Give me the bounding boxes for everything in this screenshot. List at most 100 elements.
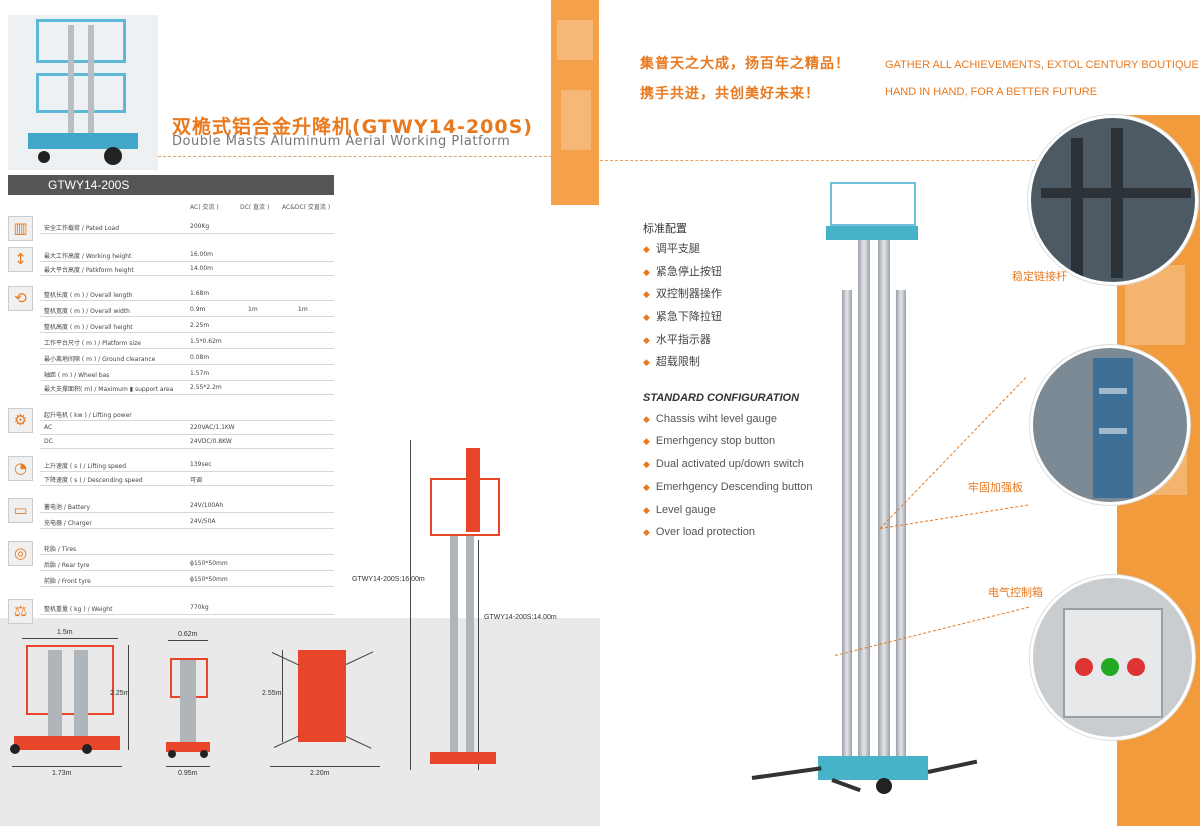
std-en-item: ◆Over load protection xyxy=(643,526,755,538)
slogan-cn-2: 携手共进，共创美好未来！ xyxy=(640,86,820,102)
dim-line xyxy=(12,766,122,767)
lift-platform-floor xyxy=(826,226,918,240)
spec-row: 起升电机 ( kw ) / Lifting power xyxy=(40,407,334,421)
col-ac: AC( 交流 ) xyxy=(190,204,219,211)
front-mast xyxy=(180,660,196,745)
slogan-en-2: HAND IN HAND, FOR A BETTER FUTURE xyxy=(885,86,1098,98)
thumb-wheel xyxy=(104,147,122,165)
lift-chassis xyxy=(818,756,928,780)
dim-line xyxy=(282,650,283,742)
speedometer-icon: ◔ xyxy=(8,456,33,481)
plan-bottom-dim: 2.20m xyxy=(310,770,330,777)
side-bottom-dim: 1.73m xyxy=(52,770,72,777)
front-base xyxy=(166,742,210,752)
divider-right xyxy=(600,160,1120,161)
thumb-base xyxy=(28,133,138,149)
lift-mast xyxy=(842,290,852,760)
dim-line xyxy=(270,766,380,767)
lift-outrigger xyxy=(751,766,822,780)
front-top-dim: 0.62m xyxy=(178,631,198,638)
diamond-bullet-icon: ◆ xyxy=(643,505,650,515)
platform-height-dim: GTWY14-200S:14.00m xyxy=(484,614,557,621)
diamond-bullet-icon: ◆ xyxy=(643,459,650,469)
diamond-bullet-icon: ◆ xyxy=(643,414,650,424)
diamond-bullet-icon: ◆ xyxy=(643,290,650,300)
slogan-cn-1: 集普天之大成，扬百年之精品！ xyxy=(640,56,850,72)
std-en-item: ◆Emerhgency Descending button xyxy=(643,481,813,493)
divider xyxy=(158,156,552,157)
thumb-wheel xyxy=(38,151,50,163)
diamond-bullet-icon: ◆ xyxy=(643,245,650,255)
slogan-en-1: GATHER ALL ACHIEVEMENTS, EXTOL CENTURY B… xyxy=(885,59,1200,71)
spec-model-header: GTWY14-200S xyxy=(8,175,334,195)
dim-line xyxy=(128,645,129,750)
spec-row: 轮胎 / Tires xyxy=(40,541,334,555)
side-platform xyxy=(26,645,114,715)
product-title-en: Double Masts Aluminum Aerial Working Pla… xyxy=(172,134,511,149)
side-top-dim: 1.5m xyxy=(57,629,73,636)
dimensions-icon: ⟲ xyxy=(8,286,33,311)
thumb-mast xyxy=(68,25,74,135)
elevated-mast xyxy=(466,536,474,754)
std-en-item: ◆Chassis wiht level gauge xyxy=(643,413,777,425)
front-wheel xyxy=(200,750,208,758)
std-en-item: ◆Level gauge xyxy=(643,504,716,516)
plan-height-dim: 2.55m xyxy=(262,690,282,697)
col-dc: DC( 直流 ) xyxy=(240,204,270,211)
lift-cage xyxy=(830,182,916,226)
std-cn-item: ◆水平指示器 xyxy=(643,333,711,346)
product-thumbnail xyxy=(8,15,158,170)
motor-icon: ⚙ xyxy=(8,408,33,433)
tire-icon: ◎ xyxy=(8,541,33,566)
front-bottom-dim: 0.95m xyxy=(178,770,198,777)
detail-label-reinforce: 牢固加强板 xyxy=(968,481,1023,494)
lift-mast xyxy=(896,290,906,760)
diamond-bullet-icon: ◆ xyxy=(643,358,650,368)
diamond-bullet-icon: ◆ xyxy=(643,436,650,446)
std-cn-item: ◆调平支腿 xyxy=(643,242,700,255)
elevated-base xyxy=(430,752,496,764)
std-cn-item: ◆双控制器操作 xyxy=(643,287,722,300)
detail-link-rod-photo xyxy=(1028,115,1198,285)
elevated-mast xyxy=(450,536,458,754)
thumb-cage-lower xyxy=(36,73,126,113)
lift-outrigger xyxy=(927,759,978,774)
lift-outrigger xyxy=(831,778,861,793)
side-mast xyxy=(48,650,62,740)
plan-body xyxy=(298,650,346,742)
product-title-cn: 双桅式铝合金升降机(GTWY14-200S) xyxy=(172,116,533,138)
load-crate-icon: ▥ xyxy=(8,216,33,241)
detail-label-control-box: 电气控制箱 xyxy=(988,586,1043,599)
lift-wheel xyxy=(876,778,892,794)
std-cn-item: ◆紧急停止按钮 xyxy=(643,265,722,278)
dim-line xyxy=(410,440,411,770)
side-mast xyxy=(74,650,88,740)
dim-line xyxy=(168,640,208,641)
std-en-item: ◆Emerhgency stop button xyxy=(643,435,776,447)
side-height-dim: 2.25m xyxy=(110,690,130,697)
height-arrows-icon: ↕ xyxy=(8,247,33,272)
decor-strip-top xyxy=(551,0,599,205)
front-wheel xyxy=(168,750,176,758)
left-page: 双桅式铝合金升降机(GTWY14-200S) Double Masts Alum… xyxy=(0,15,600,826)
std-cn-item: ◆超载限制 xyxy=(643,355,700,368)
col-acdc: AC&DC( 交直流 ) xyxy=(282,204,331,211)
std-en-item: ◆Dual activated up/down switch xyxy=(643,458,804,470)
